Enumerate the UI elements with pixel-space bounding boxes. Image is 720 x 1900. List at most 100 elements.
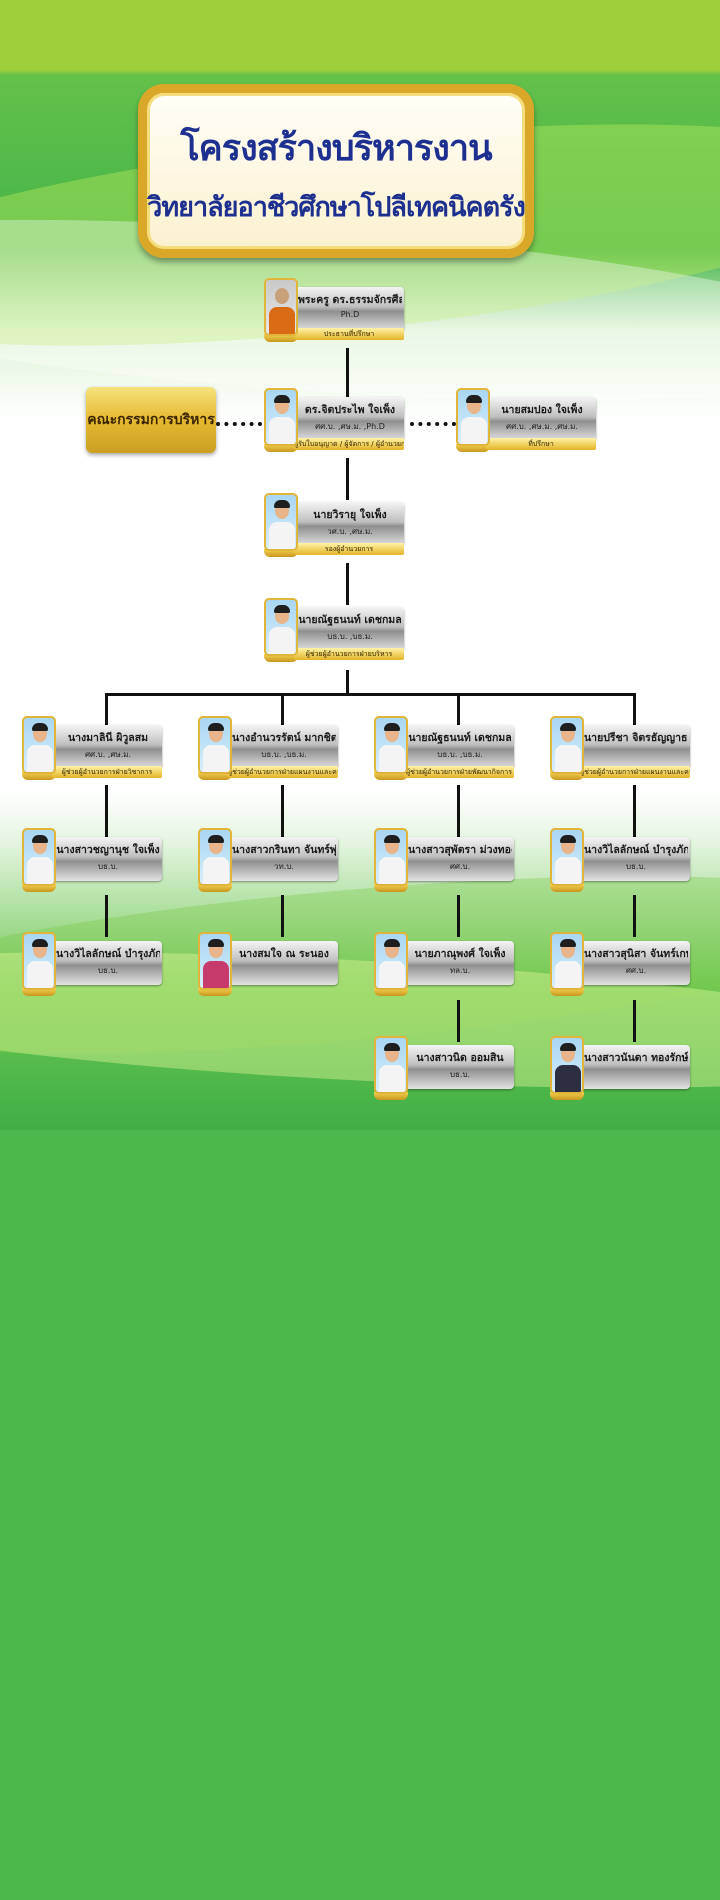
person-photo <box>374 716 408 774</box>
person-photo <box>374 1036 408 1094</box>
person-degree: ทล.บ. <box>449 966 471 975</box>
page-title: โครงสร้างบริหารงาน <box>180 128 492 169</box>
person-photo <box>22 932 56 990</box>
person-card: นางสาวชญานุช ใจเพ็ง บธ.บ. <box>22 828 162 900</box>
person-card-director: ดร.จิตประไพ ใจเพ็ง ศศ.บ. ,ศษ.ม. ,Ph.D ผู… <box>264 388 404 460</box>
person-card: นางวิไลลักษณ์ บำรุงภักดิ์ บธ.บ. <box>22 932 162 1004</box>
person-name: นางสาวชญานุช ใจเพ็ง <box>56 844 160 856</box>
connector-line <box>457 1000 460 1042</box>
person-degree: ศศ.บ. <box>625 966 647 975</box>
person-card-advisor-right: นายสมปอง ใจเพ็ง ศศ.บ. ,ศษ.ม. ,ศษ.ม. ที่ป… <box>456 388 596 460</box>
person-degree: วศ.บ. ,ศษ.ม. <box>327 527 373 536</box>
person-name: นางสาวกรินทา จันทร์พุ่ม <box>232 844 336 856</box>
person-photo <box>550 828 584 886</box>
person-name: นายสมปอง ใจเพ็ง <box>501 404 583 416</box>
connector-line <box>346 458 349 500</box>
connector-line <box>105 895 108 937</box>
person-name: นายปรีชา จิตรธัญญาธารกุล <box>584 732 688 744</box>
person-name: ดร.จิตประไพ ใจเพ็ง <box>304 404 396 416</box>
person-name: นายณัฐธนนท์ เดชกมล <box>408 732 512 744</box>
connector-line <box>105 693 108 733</box>
person-photo <box>198 932 232 990</box>
person-card: นางอำนวรรัตน์ มากชิต บธ.บ. ,บธ.ม. ผู้ช่ว… <box>198 716 338 788</box>
person-card: นายณัฐธนนท์ เดชกมล บธ.บ. ,บธ.ม. ผู้ช่วยผ… <box>374 716 514 788</box>
person-name: นางสาวสุพัตรา ม่วงทอง <box>408 844 512 856</box>
person-name: นางสาวสุนิสา จันทร์เกษม <box>584 948 688 960</box>
person-degree: Ph.D <box>340 310 360 319</box>
person-card: นางสาวกรินทา จันทร์พุ่ม วท.บ. <box>198 828 338 900</box>
person-card-assistant-director: นายณัฐธนนท์ เดชกมล บธ.บ. ,บธ.ม. ผู้ช่วยผ… <box>264 598 404 670</box>
person-card: นางวิไลลักษณ์ บำรุงภักดิ์ บธ.บ. <box>550 828 690 900</box>
person-photo <box>456 388 490 446</box>
person-name: นางวิไลลักษณ์ บำรุงภักดิ์ <box>56 948 160 960</box>
person-position: ประธานที่ปรึกษา <box>294 328 404 340</box>
committee-label: คณะกรรมการบริหาร <box>87 412 215 428</box>
person-photo <box>264 493 298 551</box>
background-fill <box>0 1130 720 1900</box>
person-card: นางสาวสุพัตรา ม่วงทอง ศศ.บ. <box>374 828 514 900</box>
connector-line <box>457 785 460 843</box>
person-name: นางอำนวรรัตน์ มากชิต <box>232 732 336 744</box>
person-degree: ศศ.บ. <box>449 862 471 871</box>
person-degree: ศศ.บ. ,ศษ.ม. ,ศษ.ม. <box>506 422 578 431</box>
person-degree: บธ.บ. <box>97 862 119 871</box>
connector-line <box>281 785 284 843</box>
person-position: ผู้ช่วยผู้อำนวยการฝ่ายพัฒนากิจการ <box>404 766 514 778</box>
page-subtitle: วิทยาลัยอาชีวศึกษาโปลีเทคนิคตรัง <box>147 192 526 223</box>
person-photo <box>264 388 298 446</box>
person-photo <box>550 932 584 990</box>
connector-line <box>105 693 635 696</box>
person-position: ผู้ช่วยผู้อำนวยการฝ่ายบริหาร <box>294 648 404 660</box>
person-card-vice-director: นายวิรายุ ใจเพ็ง วศ.บ. ,ศษ.ม. รองผู้อำนว… <box>264 493 404 565</box>
person-degree: บธ.บ. <box>97 966 119 975</box>
person-name: นายวิรายุ ใจเพ็ง <box>313 509 387 521</box>
person-name: นางสาวนันดา ทองรักษ์ <box>584 1052 688 1064</box>
connector-line <box>633 895 636 937</box>
person-photo <box>22 828 56 886</box>
connector-line <box>633 693 636 733</box>
person-photo <box>264 278 298 336</box>
connector-line <box>281 693 284 733</box>
person-photo <box>374 932 408 990</box>
connector-line <box>633 1000 636 1042</box>
person-photo <box>264 598 298 656</box>
person-degree: ศศ.บ. ,ศษ.ม. <box>84 750 132 759</box>
connector-line <box>281 895 284 937</box>
person-name: นางวิไลลักษณ์ บำรุงภักดิ์ <box>584 844 688 856</box>
org-chart-poster: โครงสร้างบริหารงาน วิทยาลัยอาชีวศึกษาโปล… <box>0 0 720 1130</box>
person-position: ผู้ช่วยผู้อำนวยการฝ่ายแผนงานและความร่วมม… <box>580 766 690 778</box>
person-name: นางมาลินี ผิวูลสม <box>67 732 149 744</box>
person-name: นางสมใจ ณ ระนอง <box>239 948 329 960</box>
connector-line <box>346 563 349 605</box>
person-degree: บธ.บ. ,บธ.ม. <box>437 750 483 759</box>
connector-line <box>346 670 349 694</box>
person-card: นางสมใจ ณ ระนอง <box>198 932 338 1004</box>
person-degree: บธ.บ. ,บธ.ม. <box>261 750 307 759</box>
person-photo <box>550 716 584 774</box>
person-name: นายณัฐธนนท์ เดชกมล <box>298 614 402 626</box>
connector-line <box>633 785 636 843</box>
person-card: นางสาวนิด ออมสิน บธ.บ. <box>374 1036 514 1108</box>
title-plate: โครงสร้างบริหารงาน วิทยาลัยอาชีวศึกษาโปล… <box>138 84 534 258</box>
connector-line <box>457 895 460 937</box>
person-photo <box>550 1036 584 1094</box>
person-position: ผู้ช่วยผู้อำนวยการฝ่ายวิชาการ <box>52 766 162 778</box>
connector-line <box>105 785 108 843</box>
dotted-connector <box>410 422 456 426</box>
person-card: นางสาวนันดา ทองรักษ์ <box>550 1036 690 1108</box>
person-photo <box>198 828 232 886</box>
person-degree: บธ.บ. ,บธ.ม. <box>327 632 373 641</box>
connector-line <box>346 348 349 398</box>
person-position: รองผู้อำนวยการ <box>294 543 404 555</box>
committee-badge: คณะกรรมการบริหาร <box>86 387 216 453</box>
person-degree: บธ.บ. <box>449 1070 471 1079</box>
person-photo <box>22 716 56 774</box>
person-degree: วท.บ. <box>274 862 294 871</box>
person-card-adviser: พระครู ดร.ธรรมจักรศีลคุณ Ph.D ประธานที่ป… <box>264 278 404 350</box>
person-name: พระครู ดร.ธรรมจักรศีลคุณ <box>298 294 402 306</box>
person-position: ที่ปรึกษา <box>486 438 596 450</box>
person-position: ผู้รับใบอนุญาต / ผู้จัดการ / ผู้อำนวยการ <box>294 438 404 450</box>
person-card: นางสาวสุนิสา จันทร์เกษม ศศ.บ. <box>550 932 690 1004</box>
person-card: นายภาณุพงศ์ ใจเพ็ง ทล.บ. <box>374 932 514 1004</box>
person-photo <box>374 828 408 886</box>
